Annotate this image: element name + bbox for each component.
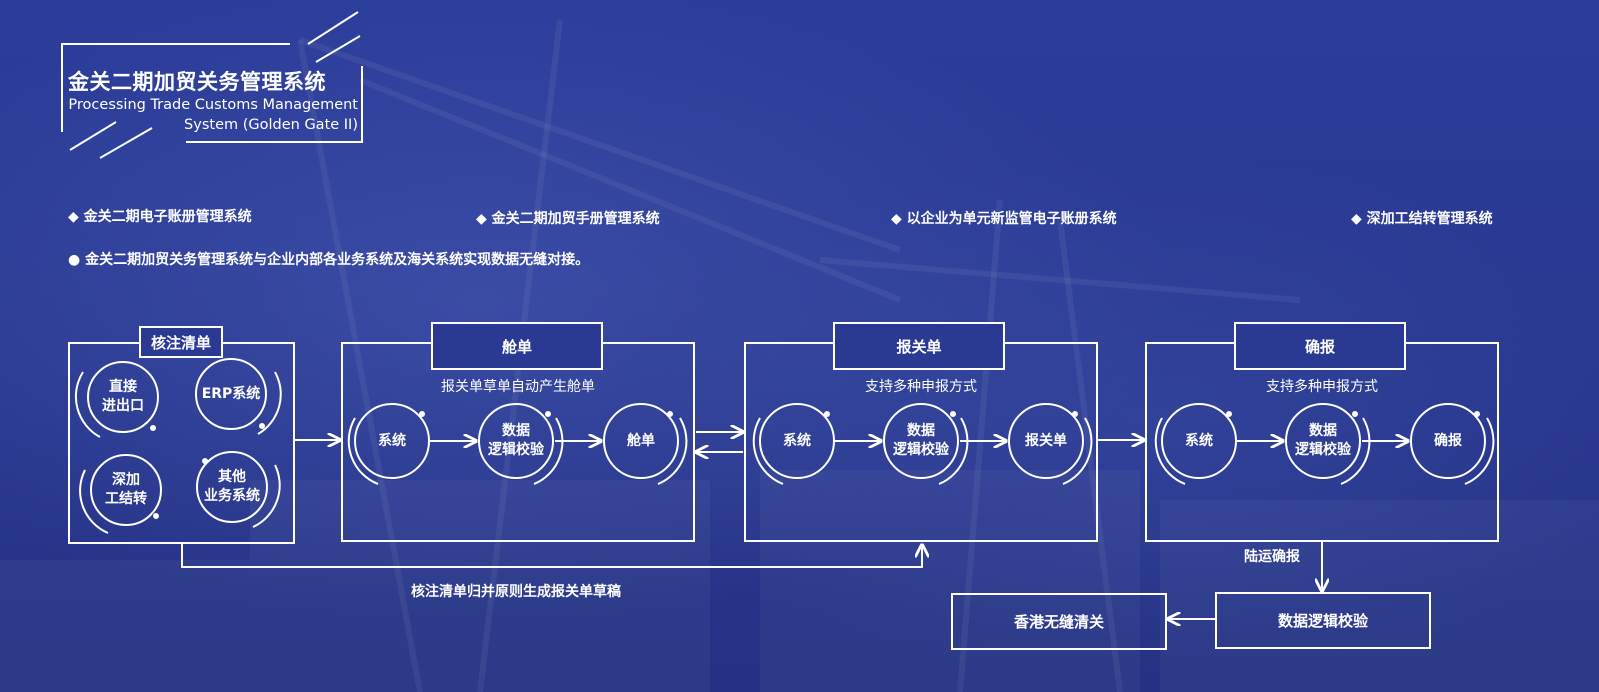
bullet-integration: ● 金关二期加贸关务管理系统与企业内部各业务系统及海关系统实现数据无缝对接。	[68, 252, 590, 268]
bullet-e-account: ◆ 金关二期电子账册管理系统	[68, 209, 252, 225]
declaration-box-title: 报关单	[833, 322, 1005, 370]
manifest-subtitle: 报关单草单自动产生舱单	[441, 379, 595, 395]
node-direct-import-export: 直接进出口	[102, 379, 144, 414]
bullet-handbook: ◆ 金关二期加贸手册管理系统	[476, 211, 660, 227]
confirm-box-title: 确报	[1234, 322, 1406, 370]
bullet-deep-processing: ◆ 深加工结转管理系统	[1351, 211, 1493, 227]
data-logic-check-box: 数据逻辑校验	[1215, 592, 1431, 649]
confirm-subtitle: 支持多种申报方式	[1266, 379, 1378, 395]
source-circles	[74, 358, 282, 534]
manifest-node-manifest: 舱单	[627, 432, 655, 449]
declaration-node-declaration: 报关单	[1025, 432, 1067, 449]
manifest-box-title: 舱单	[431, 322, 603, 370]
title-frame	[61, 11, 363, 159]
merge-rule-label: 核注清单归并原则生成报关单草稿	[411, 584, 621, 600]
page-title: 金关二期加贸关务管理系统	[68, 70, 326, 94]
land-confirm-label: 陆运确报	[1244, 549, 1300, 565]
confirm-node-system: 系统	[1185, 432, 1213, 449]
manifest-node-data-check: 数据逻辑校验	[488, 423, 544, 458]
bullet-enterprise-unit: ◆ 以企业为单元新监管电子账册系统	[891, 211, 1117, 227]
confirm-node-confirm: 确报	[1434, 432, 1462, 449]
declaration-subtitle: 支持多种申报方式	[865, 379, 977, 395]
confirm-node-data-check: 数据逻辑校验	[1295, 423, 1351, 458]
node-erp-system: ERP系统	[201, 385, 261, 402]
hk-seamless-clearance-box: 香港无缝清关	[951, 593, 1167, 650]
manifest-node-system: 系统	[378, 432, 406, 449]
declaration-node-data-check: 数据逻辑校验	[893, 423, 949, 458]
node-other-business-system: 其他业务系统	[204, 469, 260, 504]
node-deep-processing-transfer: 深加工结转	[105, 472, 147, 507]
page-subtitle: Processing Trade Customs Management Syst…	[68, 97, 358, 133]
source-box-title: 核注清单	[139, 326, 223, 358]
declaration-node-system: 系统	[783, 432, 811, 449]
